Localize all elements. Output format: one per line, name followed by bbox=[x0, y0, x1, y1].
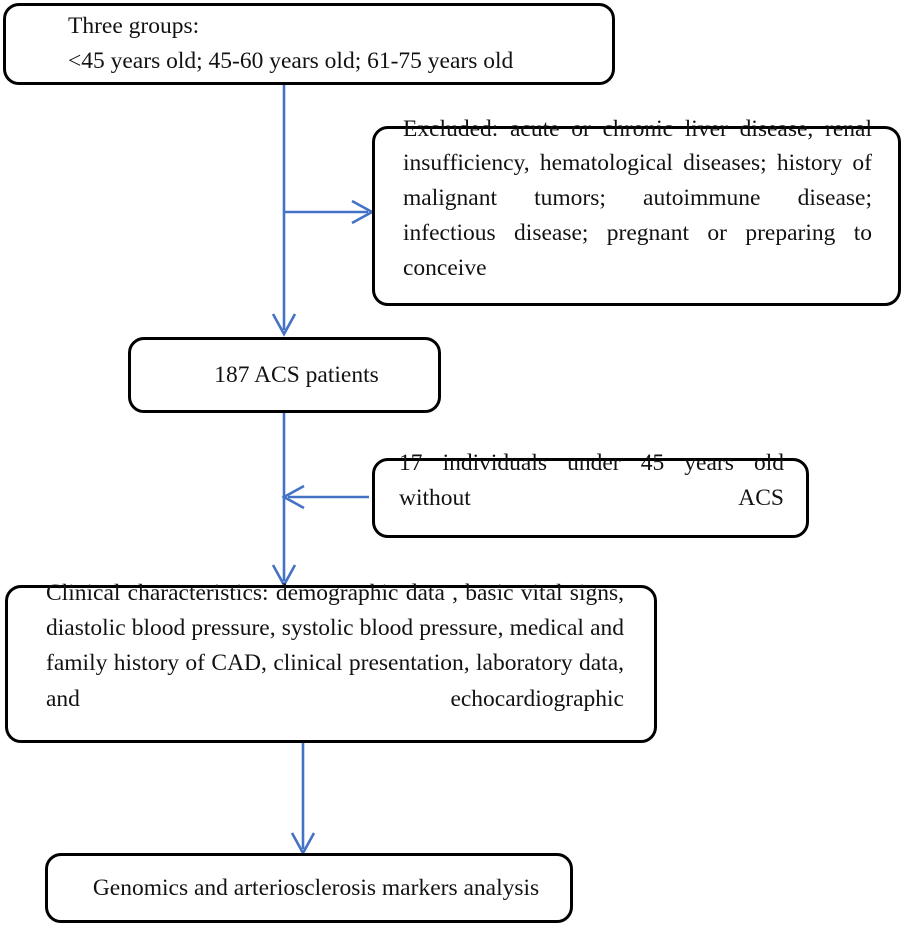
connector-acs-patients-to-clinical bbox=[271, 413, 297, 588]
connector-three-groups-to-acs-patients bbox=[271, 85, 297, 337]
node-acs-patients[interactable]: 187 ACS patients bbox=[128, 337, 441, 413]
connector-branch-to-excluded bbox=[285, 199, 375, 225]
node-clinical-characteristics-text: Clinical characteristics: demographic da… bbox=[46, 579, 630, 712]
connector-clinical-to-genomics bbox=[290, 743, 316, 856]
node-three-groups-line-2: <45 years old; 45-60 years old; 61-75 ye… bbox=[68, 48, 514, 74]
node-clinical-characteristics[interactable]: Clinical characteristics: demographic da… bbox=[5, 580, 657, 743]
node-excluded-criteria[interactable]: Excluded: acute or chronic liver disease… bbox=[372, 116, 901, 306]
node-three-groups-line-1: Three groups: bbox=[68, 13, 200, 40]
node-individuals-without-acs-text: 17 individuals under 45 years old withou… bbox=[399, 449, 790, 511]
node-excluded-criteria-text: Excluded: acute or chronic liver disease… bbox=[403, 115, 878, 281]
connector-without-acs-to-main-line bbox=[281, 484, 369, 510]
node-three-groups[interactable]: Three groups: <45 years old; 45-60 years… bbox=[3, 3, 615, 85]
node-individuals-without-acs[interactable]: 17 individuals under 45 years old withou… bbox=[372, 450, 809, 538]
node-genomics-analysis[interactable]: Genomics and arteriosclerosis markers an… bbox=[45, 853, 573, 923]
node-acs-patients-text: 187 ACS patients bbox=[214, 361, 379, 388]
node-genomics-analysis-text: Genomics and arteriosclerosis markers an… bbox=[92, 874, 540, 901]
